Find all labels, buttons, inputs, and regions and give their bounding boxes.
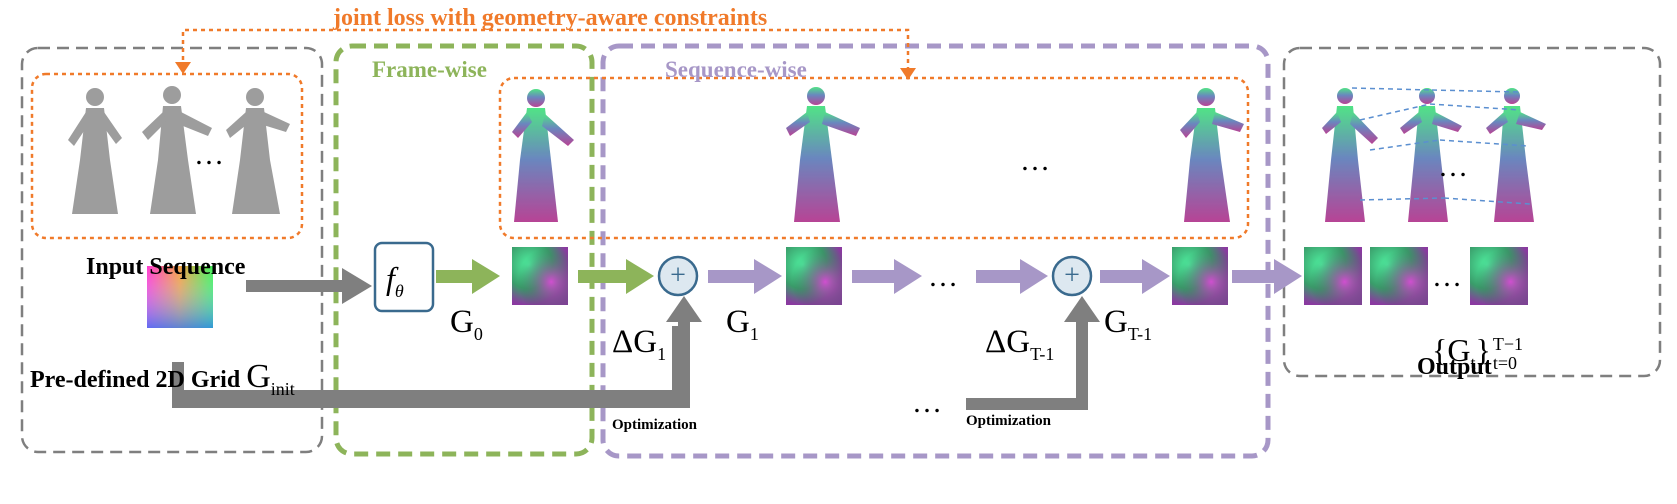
tile-ellipsis: … <box>1432 260 1465 293</box>
output-label: Output <box>1417 354 1492 380</box>
input-pointcloud-1 <box>68 88 122 214</box>
delta-g1-label: ΔG1 <box>612 324 667 364</box>
frame-wise-box <box>333 43 595 457</box>
input-pointcloud-3 <box>226 88 290 214</box>
sequence-wise-title: Sequence-wise <box>665 57 807 82</box>
output-pointcloud-2 <box>1400 88 1462 222</box>
arrow-grid-to-network <box>246 268 372 304</box>
grid-label-group: Pre-defined 2D Grid Ginit <box>30 358 295 399</box>
deformed-points-box <box>498 76 1250 240</box>
input-ellipsis: … <box>194 138 227 171</box>
grid-symbol: Ginit <box>246 358 295 399</box>
sequence-wise-box <box>600 43 1271 459</box>
output-group-box <box>1282 46 1662 378</box>
arrow-plus1-to-g1 <box>708 259 782 294</box>
gt-label: GT-1 <box>1104 304 1153 344</box>
optimization-label-1: Optimization <box>612 417 697 433</box>
g0-label: G0 <box>450 304 483 344</box>
g1-label: G1 <box>726 304 759 344</box>
arrow-gt-to-output <box>1232 259 1302 294</box>
output-grid-tile-2 <box>1370 247 1428 305</box>
grid-tile-g1 <box>786 247 842 305</box>
optimization-arrow-2 <box>966 296 1100 410</box>
arrow-g1-onward <box>852 259 922 294</box>
input-group-box <box>20 46 324 454</box>
arrow-plus2-to-gt <box>1100 259 1170 294</box>
plus-symbol-2: + <box>1064 260 1080 291</box>
input-points-box <box>30 72 304 240</box>
optimization-ellipsis: … <box>912 386 945 419</box>
optimization-arrow-1 <box>172 296 702 408</box>
grid-tile-g0 <box>512 247 568 305</box>
delta-gt-label: ΔGT-1 <box>985 324 1055 364</box>
network-symbol: fθ <box>386 260 404 301</box>
arrow-ellipsis: … <box>928 260 961 293</box>
frame-wise-title: Frame-wise <box>372 57 487 82</box>
predefined-grid-image <box>147 266 213 328</box>
plus-symbol-1: + <box>670 260 686 291</box>
grid-tile-gt <box>1172 247 1228 305</box>
joint-loss-bracket <box>181 28 910 74</box>
output-pointcloud-1 <box>1322 88 1378 222</box>
output-ellipsis: … <box>1438 150 1471 183</box>
input-pointcloud-2 <box>142 86 212 214</box>
output-grid-tile-3 <box>1470 247 1528 305</box>
plus-node-2 <box>1051 255 1093 297</box>
plus-node-1 <box>657 255 699 297</box>
arrow-to-plus2 <box>976 259 1048 294</box>
deformed-pointcloud-3 <box>1180 88 1244 222</box>
joint-loss-caption: joint loss with geometry-aware constrain… <box>333 5 768 31</box>
deformed-pointcloud-1 <box>512 89 574 222</box>
output-grid-tile-1 <box>1304 247 1362 305</box>
optimization-label-2: Optimization <box>966 413 1051 429</box>
grid-label: Pre-defined 2D Grid <box>30 367 241 393</box>
arrow-network-to-g0 <box>436 259 500 294</box>
network-node <box>373 241 435 313</box>
sequence-ellipsis: … <box>1020 144 1053 177</box>
deformed-pointcloud-2 <box>786 87 860 222</box>
input-sequence-label: Input Sequence <box>86 254 246 280</box>
arrow-g0-to-plus <box>578 259 654 294</box>
correspondence-lines <box>1351 87 1531 205</box>
